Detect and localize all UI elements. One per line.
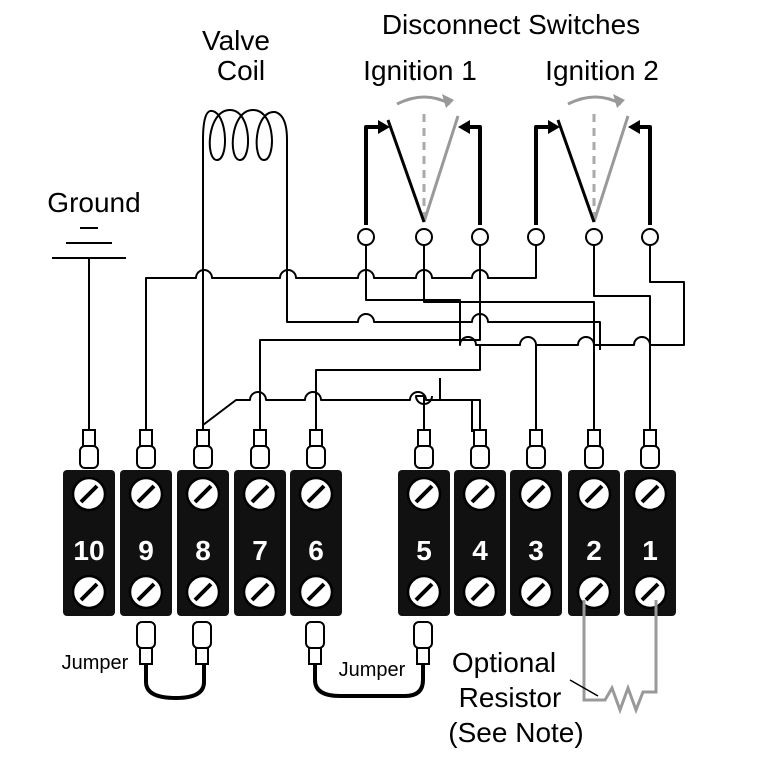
terminal-8: 8 — [177, 429, 229, 616]
jumper-left — [136, 621, 212, 701]
terminal-number: 1 — [642, 535, 658, 566]
terminal-3: 3 — [510, 429, 562, 616]
ground-label: Ground — [47, 187, 140, 218]
switch-contacts — [357, 228, 659, 246]
terminal-5: 5 — [398, 429, 450, 616]
ignition-2-label: Ignition 2 — [545, 55, 659, 86]
terminal-number: 8 — [195, 535, 211, 566]
jumper-left-label: Jumper — [62, 652, 129, 674]
terminal-number: 10 — [73, 535, 104, 566]
jumper-right-label: Jumper — [339, 659, 406, 681]
wiring — [145, 245, 685, 432]
optional-label: Optional — [452, 647, 556, 678]
terminal-4: 4 — [454, 429, 506, 616]
terminal-7: 7 — [234, 429, 286, 616]
terminal-number: 5 — [416, 535, 432, 566]
terminal-number: 2 — [586, 535, 602, 566]
terminal-2: 2 — [568, 429, 620, 616]
valve-coil — [202, 109, 288, 432]
terminal-number: 3 — [528, 535, 544, 566]
ignition-2-switch — [534, 94, 652, 225]
terminal-1: 1 — [624, 429, 676, 616]
terminal-number: 4 — [472, 535, 488, 566]
resistor-label: Resistor — [459, 682, 562, 713]
terminal-10: 10 — [63, 429, 115, 616]
terminal-number: 9 — [138, 535, 154, 566]
disconnect-switches-label: Disconnect Switches — [382, 9, 640, 40]
ignition-1-switch — [364, 94, 482, 225]
terminal-number: 7 — [252, 535, 268, 566]
valve-label: Valve — [202, 25, 270, 56]
see-note-label: (See Note) — [448, 717, 583, 748]
coil-label: Coil — [217, 55, 265, 86]
terminal-block: 10 9 8 7 6 5 4 3 2 1 — [63, 429, 676, 616]
terminal-6: 6 — [290, 429, 342, 616]
terminal-9: 9 — [120, 429, 172, 616]
ignition-1-label: Ignition 1 — [363, 55, 477, 86]
jumper-right — [305, 621, 433, 698]
terminal-number: 6 — [308, 535, 324, 566]
ground-symbol — [52, 227, 126, 432]
optional-resistor — [569, 600, 658, 715]
